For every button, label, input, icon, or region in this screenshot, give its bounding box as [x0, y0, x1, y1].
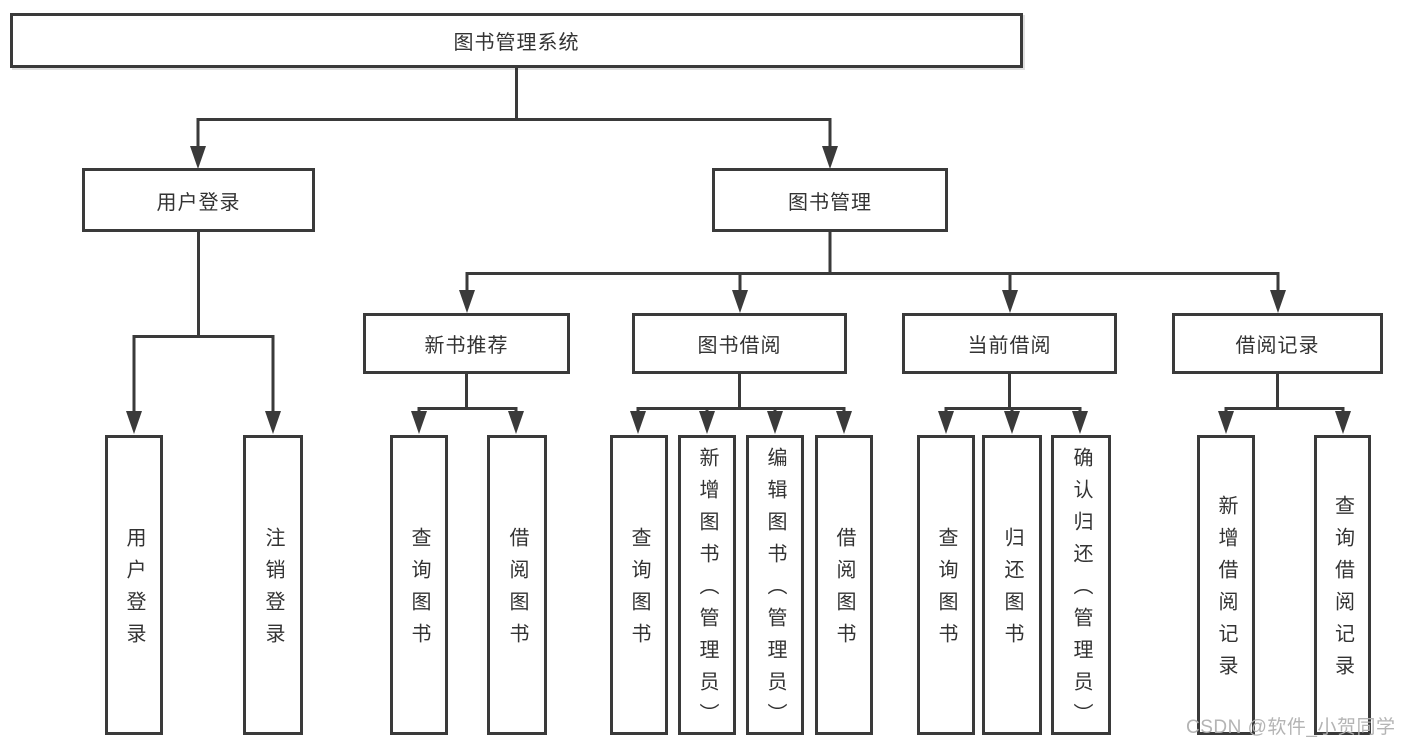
leaf-borrow-books: 借阅图书	[815, 435, 873, 735]
node-user-login-label: 用户登录	[156, 191, 241, 214]
leaf-borrow-books-recommend-label: 借阅图书	[506, 527, 528, 655]
leaf-user-login-label: 用户登录	[123, 527, 145, 655]
leaf-edit-book-admin: 编辑图书（管理员）	[746, 435, 804, 735]
watermark: CSDN @软件_小贺同学	[1186, 717, 1396, 738]
leaf-confirm-return-admin: 确认归还（管理员）	[1051, 435, 1111, 735]
leaf-logout-label: 注销登录	[262, 527, 284, 655]
leaf-query-borrow-record: 查询借阅记录	[1314, 435, 1371, 735]
leaf-return-books-label: 归还图书	[1001, 527, 1023, 655]
leaf-logout: 注销登录	[243, 435, 303, 735]
node-borrow-records: 借阅记录	[1172, 313, 1383, 374]
node-root: 图书管理系统	[10, 13, 1023, 68]
leaf-query-books-borrow: 查询图书	[610, 435, 668, 735]
node-book-management: 图书管理	[712, 168, 948, 232]
leaf-return-books: 归还图书	[982, 435, 1042, 735]
leaf-add-borrow-record: 新增借阅记录	[1197, 435, 1255, 735]
leaf-query-borrow-record-label: 查询借阅记录	[1331, 495, 1354, 687]
node-book-borrow-label: 图书借阅	[697, 335, 782, 357]
leaf-query-books-recommend: 查询图书	[390, 435, 448, 735]
leaf-add-borrow-record-label: 新增借阅记录	[1215, 495, 1237, 687]
arrowheads	[126, 146, 1351, 434]
node-current-borrow: 当前借阅	[902, 313, 1117, 374]
leaf-add-book-admin-label: 新增图书（管理员）	[696, 447, 718, 735]
leaf-borrow-books-label: 借阅图书	[833, 527, 855, 655]
node-new-book-recommend: 新书推荐	[363, 313, 570, 374]
node-user-login: 用户登录	[82, 168, 315, 232]
leaf-query-books-recommend-label: 查询图书	[408, 527, 430, 655]
node-current-borrow-label: 当前借阅	[967, 335, 1052, 357]
node-book-management-label: 图书管理	[788, 191, 872, 214]
node-borrow-records-label: 借阅记录	[1235, 335, 1320, 357]
leaf-borrow-books-recommend: 借阅图书	[487, 435, 547, 735]
leaf-confirm-return-admin-label: 确认归还（管理员）	[1070, 447, 1092, 735]
leaf-edit-book-admin-label: 编辑图书（管理员）	[764, 447, 786, 735]
leaf-user-login: 用户登录	[105, 435, 163, 735]
node-root-label: 图书管理系统	[453, 32, 580, 54]
leaf-query-books-current-label: 查询图书	[935, 527, 957, 655]
node-book-borrow: 图书借阅	[632, 313, 847, 374]
leaf-query-books-current: 查询图书	[917, 435, 975, 735]
node-new-book-recommend-label: 新书推荐	[424, 335, 509, 357]
leaf-query-books-borrow-label: 查询图书	[628, 527, 650, 655]
leaf-add-book-admin: 新增图书（管理员）	[678, 435, 736, 735]
